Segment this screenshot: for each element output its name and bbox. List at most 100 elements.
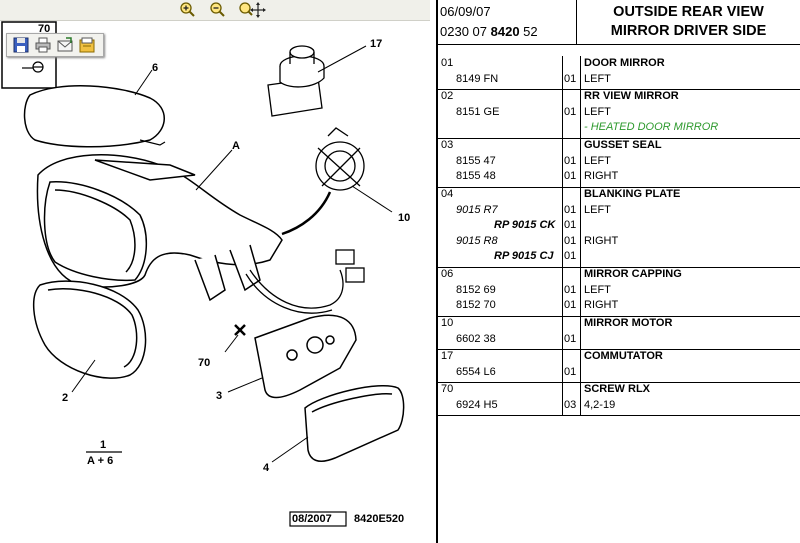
part-name: BLANKING PLATE — [584, 188, 681, 200]
part-note: - HEATED DOOR MIRROR — [584, 121, 719, 133]
callout-70: 70 — [198, 357, 211, 369]
quantity: 01 — [564, 332, 577, 345]
exploded-view-drawing — [1, 21, 405, 527]
part-name: GUSSET SEAL — [584, 139, 662, 151]
group-number: 06 — [441, 268, 454, 280]
header-reference: 0230 07 8420 52 — [440, 24, 538, 39]
part-3-seal — [227, 314, 357, 399]
part-reference: RP 9015 CK — [494, 219, 556, 231]
qty-cell: 01 — [562, 56, 581, 90]
part-6-cap — [23, 85, 165, 148]
desc-cell: RR VIEW MIRROR LEFT - HEATED DOOR MIRROR — [581, 89, 800, 139]
quantity: 01 — [564, 72, 577, 85]
quantity: 01 — [564, 365, 577, 378]
zoom-in-icon[interactable] — [176, 1, 198, 19]
qty-cell: 01 — [562, 89, 581, 139]
part-reference: 9015 R7 — [456, 203, 498, 216]
part-description: RIGHT — [584, 234, 619, 247]
export-icon[interactable] — [79, 37, 95, 53]
quantity: 01 — [564, 219, 577, 231]
quantity: 01 — [564, 105, 577, 118]
part-reference: RP 9015 CJ — [494, 250, 554, 262]
wiring-harness — [245, 249, 365, 314]
quantity: 01 — [564, 283, 577, 296]
part-10-motor — [315, 127, 393, 213]
print-icon[interactable] — [35, 37, 51, 53]
part-reference: 8152 69 — [456, 283, 496, 296]
desc-cell: COMMUTATOR — [581, 349, 800, 383]
part-description: 4,2-19 — [584, 398, 616, 411]
part-name: COMMUTATOR — [584, 350, 663, 362]
qty-cell: 03 — [562, 382, 581, 416]
header-date: 06/09/07 — [440, 4, 491, 19]
desc-cell: SCREW RLX 4,2-19 — [581, 382, 800, 416]
desc-cell: MIRROR MOTOR — [581, 316, 800, 350]
callout-2: 2 — [62, 392, 69, 404]
fraction-top: 1 — [100, 439, 107, 451]
callout-6: 6 — [152, 62, 159, 74]
part-reference: 8155 48 — [456, 170, 496, 182]
parts-list-panel: 06/09/07 0230 07 8420 52 OUTSIDE REAR VI… — [438, 0, 800, 543]
save-icon[interactable] — [13, 37, 29, 53]
zoom-out-icon[interactable] — [206, 1, 228, 19]
email-icon[interactable] — [57, 37, 73, 53]
part-name: DOOR MIRROR — [584, 57, 665, 69]
part-description: LEFT — [584, 105, 611, 118]
part-2-glass — [32, 280, 147, 393]
screw-70-marker — [224, 324, 246, 353]
part-description: LEFT — [584, 203, 611, 216]
fraction-bottom: A + 6 — [87, 455, 114, 467]
footer-date: 08/2007 — [292, 513, 332, 525]
callout-3: 3 — [216, 390, 223, 402]
part-4-blanking-plate — [271, 385, 405, 463]
screw-small — [22, 61, 44, 73]
callout-4: 4 — [263, 462, 270, 474]
group-number: 70 — [441, 383, 454, 395]
quantity: 01 — [564, 170, 577, 182]
callout-17: 17 — [370, 38, 383, 50]
quantity: 01 — [564, 203, 577, 216]
pan-zoom-icon[interactable] — [236, 1, 266, 19]
part-reference: 8151 GE — [456, 105, 500, 118]
part-name: SCREW RLX — [584, 383, 650, 395]
qty-cell: 01 — [562, 349, 581, 383]
diagram-panel: 70 6 17 A 10 2 70 3 4 1 A + 6 08/2007 84… — [0, 0, 430, 527]
part-description: RIGHT — [584, 170, 619, 182]
part-description: LEFT — [584, 72, 611, 85]
quantity: 03 — [564, 398, 577, 411]
part-reference: 8152 70 — [456, 299, 496, 311]
part-reference: 9015 R8 — [456, 234, 498, 247]
part-reference: 8149 FN — [456, 72, 499, 85]
part-reference: 6602 38 — [456, 332, 496, 345]
group-number: 02 — [441, 90, 454, 102]
part-17-commutator — [267, 45, 367, 117]
desc-cell: DOOR MIRROR LEFT — [581, 56, 800, 90]
part-reference: 6924 H5 — [456, 398, 498, 411]
part-A-housing — [36, 149, 283, 302]
part-description: LEFT — [584, 283, 611, 296]
part-name: RR VIEW MIRROR — [584, 90, 679, 102]
group-number: 10 — [441, 317, 454, 329]
desc-cell: BLANKING PLATE LEFT RIGHT — [581, 187, 800, 268]
part-reference: 8155 47 — [456, 154, 496, 167]
panel-divider — [436, 0, 438, 543]
page-title: OUTSIDE REAR VIEW MIRROR DRIVER SIDE — [610, 4, 767, 39]
callout-A: A — [232, 140, 240, 152]
